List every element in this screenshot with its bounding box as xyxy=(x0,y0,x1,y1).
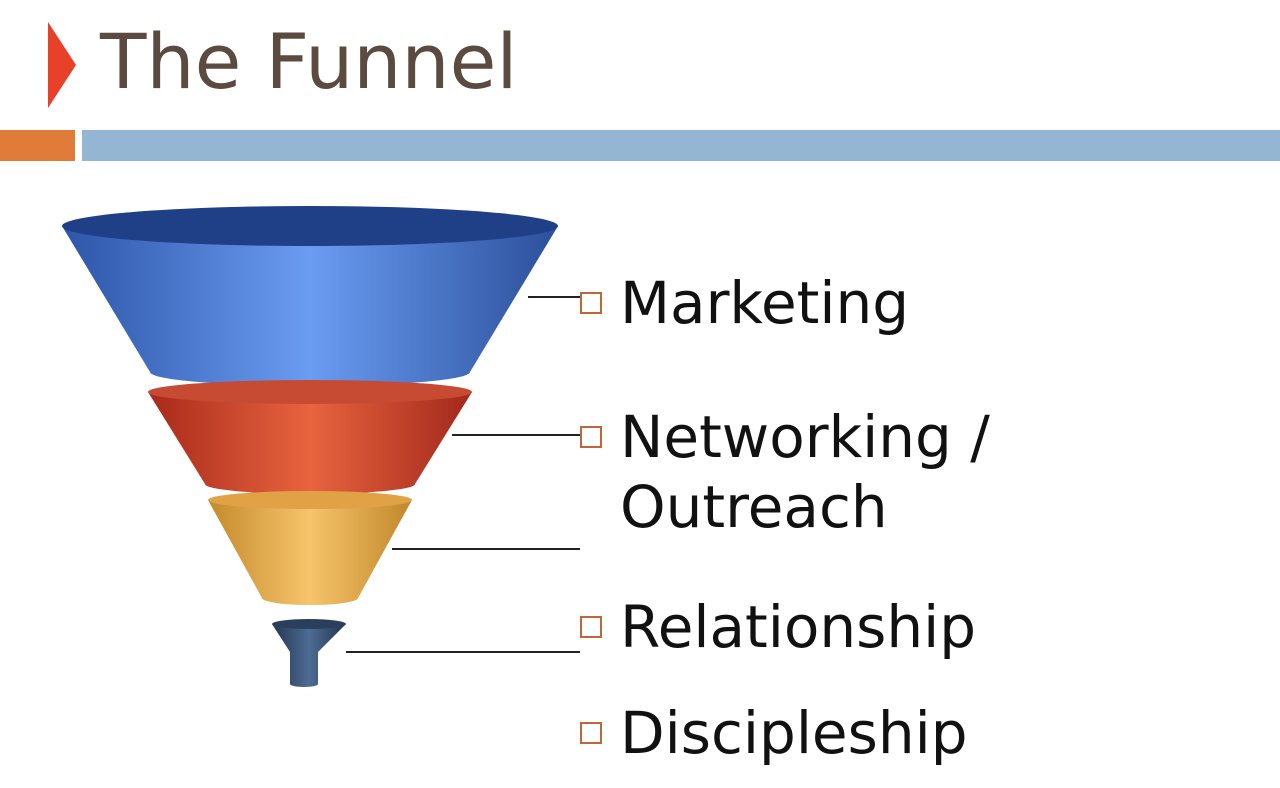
item-label-line1: Networking / xyxy=(620,403,990,471)
header-bar-blue xyxy=(82,130,1280,161)
bullet-square-icon xyxy=(580,426,602,448)
page-title: The Funnel xyxy=(100,17,518,106)
item-label-line2: Outreach xyxy=(620,473,888,541)
title-arrow-icon xyxy=(48,22,76,108)
funnel-segment-gold xyxy=(208,491,412,605)
bullet-square-icon xyxy=(580,292,602,314)
header-bar-orange xyxy=(0,130,75,161)
item-label: Marketing xyxy=(620,269,910,337)
funnel-segment-blue xyxy=(62,206,558,386)
item-label: Relationship xyxy=(620,593,977,661)
bullet-square-icon xyxy=(580,616,602,638)
bullet-square-icon xyxy=(580,722,602,744)
list-item-networking: Networking / Outreach xyxy=(580,402,990,542)
item-label: Discipleship xyxy=(620,699,968,767)
list-item-discipleship: Discipleship xyxy=(580,698,968,768)
list-item-relationship: Relationship xyxy=(580,592,976,662)
list-item-marketing: Marketing xyxy=(580,268,909,338)
funnel-segment-red xyxy=(148,380,472,494)
funnel-segment-navy xyxy=(272,619,346,687)
